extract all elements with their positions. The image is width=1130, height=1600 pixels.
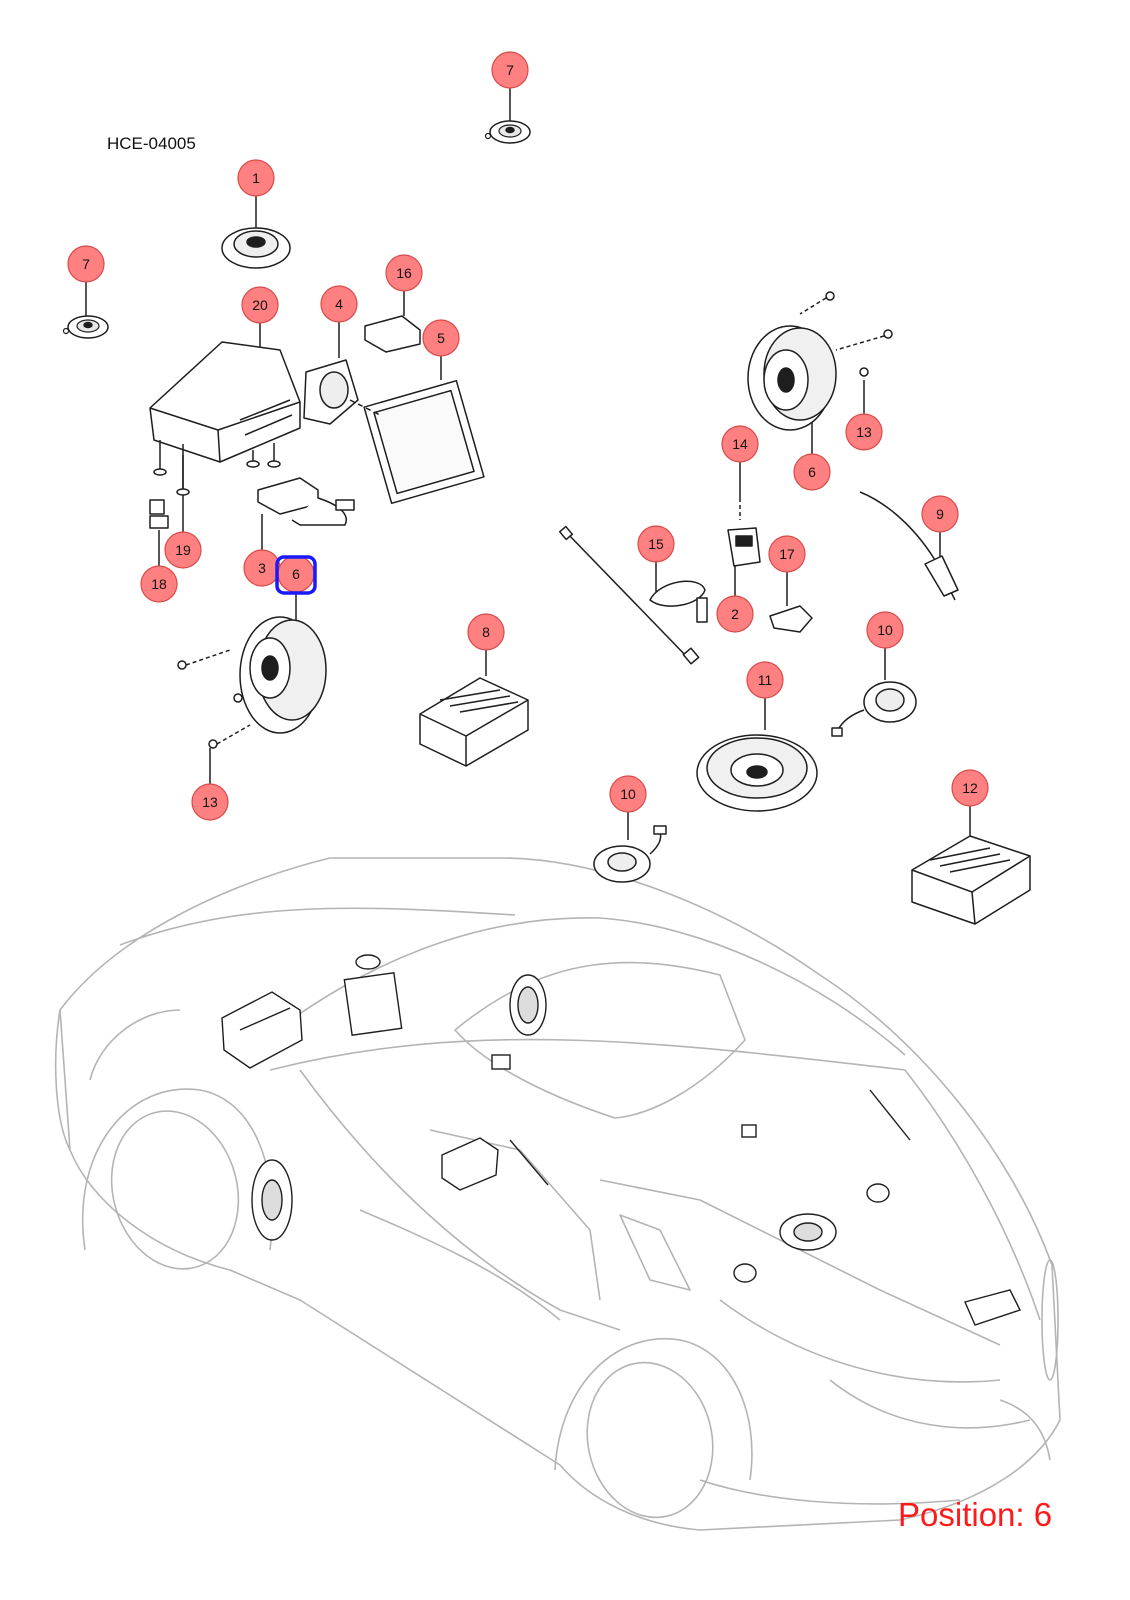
callout-label: 6	[808, 464, 816, 480]
callout-label: 6	[292, 566, 300, 582]
callout-group: 7 1 7 20 4 16 5 18 19 3 6 13 14 15 2 17 …	[67, 51, 989, 821]
callout-4[interactable]: 4	[320, 285, 358, 323]
diagram-code: HCE-04005	[107, 134, 196, 153]
callout-6-right[interactable]: 6	[793, 453, 831, 491]
callout-label: 7	[506, 62, 514, 78]
callout-label: 10	[620, 786, 636, 802]
callout-label: 10	[877, 622, 893, 638]
callout-label: 8	[482, 624, 490, 640]
callout-label: 13	[202, 794, 218, 810]
callout-label: 16	[396, 265, 412, 281]
callout-13-right[interactable]: 13	[845, 413, 883, 451]
callout-9[interactable]: 9	[921, 495, 959, 533]
callout-7-left[interactable]: 7	[67, 245, 105, 283]
callout-6-selected[interactable]: 6	[275, 555, 317, 595]
callout-label: 18	[151, 576, 167, 592]
callout-label: 20	[252, 297, 268, 313]
callout-3[interactable]: 3	[243, 549, 281, 587]
callout-10-right[interactable]: 10	[866, 611, 904, 649]
callout-2[interactable]: 2	[716, 595, 754, 633]
callout-label: 19	[175, 542, 191, 558]
callout-label: 13	[856, 424, 872, 440]
callout-label: 14	[732, 436, 748, 452]
callout-label: 12	[962, 780, 978, 796]
callout-5[interactable]: 5	[422, 319, 460, 357]
callout-14[interactable]: 14	[721, 425, 759, 463]
position-label: Position: 6	[898, 1496, 1053, 1533]
callout-20[interactable]: 20	[241, 286, 279, 324]
callout-16[interactable]: 16	[385, 254, 423, 292]
callout-label: 1	[252, 170, 260, 186]
callout-17[interactable]: 17	[768, 535, 806, 573]
callout-label: 7	[82, 256, 90, 272]
leader-lines	[85, 88, 971, 840]
callout-label: 17	[779, 546, 795, 562]
callout-18[interactable]: 18	[140, 565, 178, 603]
callout-label: 3	[258, 560, 266, 576]
callout-8[interactable]: 8	[467, 613, 505, 651]
callout-7-top[interactable]: 7	[491, 51, 529, 89]
callout-label: 2	[731, 606, 739, 622]
callout-11[interactable]: 11	[746, 661, 784, 699]
exploded-parts	[62, 120, 1031, 925]
car-installed-parts	[221, 954, 1021, 1326]
callout-label: 15	[648, 536, 664, 552]
callout-12[interactable]: 12	[951, 769, 989, 807]
callout-label: 9	[936, 506, 944, 522]
callout-13-left[interactable]: 13	[191, 783, 229, 821]
selection-outline	[275, 555, 317, 595]
callout-10-lower[interactable]: 10	[609, 775, 647, 813]
callout-label: 5	[437, 330, 445, 346]
callout-label: 11	[758, 672, 773, 688]
callout-label: 4	[335, 296, 343, 312]
callout-15[interactable]: 15	[637, 525, 675, 563]
callout-1[interactable]: 1	[237, 159, 275, 197]
callout-19[interactable]: 19	[164, 531, 202, 569]
car-outline	[54, 857, 1061, 1531]
